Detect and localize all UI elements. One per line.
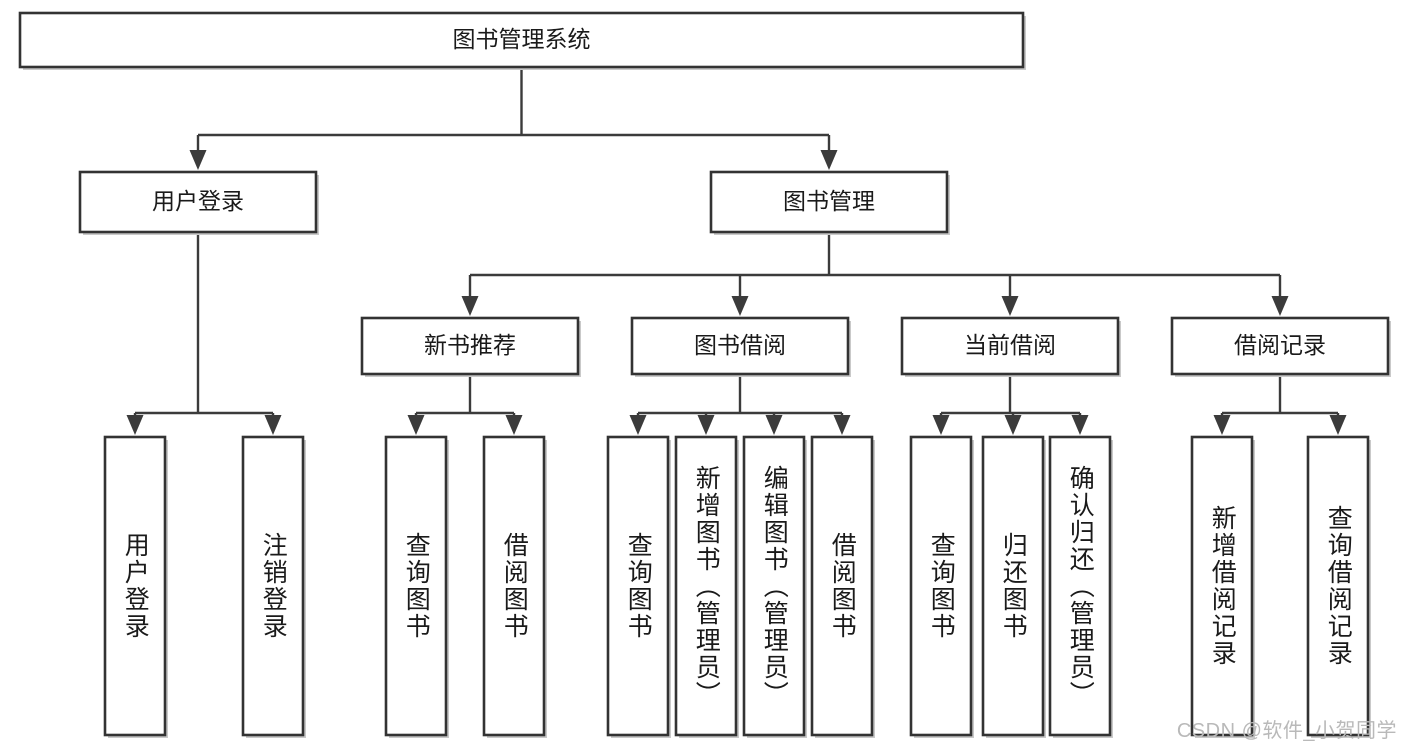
node-box[interactable] — [1170, 316, 1390, 376]
node-leaf-add-record[interactable] — [1190, 435, 1255, 738]
arrowhead-icon — [1329, 415, 1347, 435]
arrowhead-icon — [461, 296, 479, 316]
node-box[interactable] — [360, 316, 580, 376]
node-root[interactable] — [18, 11, 1026, 70]
node-leaf-confirm-return[interactable] — [1048, 435, 1113, 738]
arrowhead-icon — [932, 415, 950, 435]
node-leaf-edit-book[interactable] — [742, 435, 807, 738]
node-box[interactable] — [482, 435, 546, 737]
arrowhead-icon — [833, 415, 851, 435]
node-leaf-borrow-book-1[interactable] — [482, 435, 547, 738]
node-user-login[interactable] — [78, 170, 319, 235]
watermark-text: CSDN @软件_小贺同学 — [1176, 720, 1397, 742]
arrowhead-icon — [820, 150, 838, 170]
node-box[interactable] — [909, 435, 973, 737]
node-box[interactable] — [981, 435, 1045, 737]
node-box[interactable] — [241, 435, 305, 737]
node-box[interactable] — [1190, 435, 1254, 737]
node-borrow-record[interactable] — [1170, 316, 1391, 377]
node-box[interactable] — [606, 435, 670, 737]
node-leaf-user-login[interactable] — [103, 435, 168, 738]
node-box[interactable] — [103, 435, 167, 737]
node-label: 当前借阅 — [964, 332, 1056, 358]
node-box[interactable] — [709, 170, 949, 234]
arrowhead-icon — [1001, 296, 1019, 316]
node-box[interactable] — [630, 316, 850, 376]
node-book-manage[interactable] — [709, 170, 950, 235]
node-leaf-logout[interactable] — [241, 435, 306, 738]
node-leaf-borrow-book-2[interactable] — [810, 435, 875, 738]
node-label: 图书借阅 — [694, 332, 786, 358]
node-leaf-query-record[interactable] — [1306, 435, 1371, 738]
arrowhead-icon — [1071, 415, 1089, 435]
node-leaf-return-book[interactable] — [981, 435, 1046, 738]
arrowhead-icon — [731, 296, 749, 316]
node-box[interactable] — [1306, 435, 1370, 737]
arrowhead-icon — [1004, 415, 1022, 435]
node-box[interactable] — [18, 11, 1025, 69]
arrowhead-icon — [505, 415, 523, 435]
node-current-borrow[interactable] — [900, 316, 1121, 377]
node-label: 图书管理 — [783, 188, 875, 214]
node-box[interactable] — [900, 316, 1120, 376]
node-label: 用户登录 — [152, 188, 244, 214]
node-leaf-query-book-2[interactable] — [606, 435, 671, 738]
arrowhead-icon — [189, 150, 207, 170]
arrowhead-icon — [629, 415, 647, 435]
node-box[interactable] — [384, 435, 448, 737]
node-box[interactable] — [674, 435, 738, 737]
node-box[interactable] — [810, 435, 874, 737]
node-box[interactable] — [742, 435, 806, 737]
arrowhead-icon — [1271, 296, 1289, 316]
arrowhead-icon — [407, 415, 425, 435]
node-leaf-add-book[interactable] — [674, 435, 739, 738]
arrowhead-icon — [765, 415, 783, 435]
node-label: 图书管理系统 — [453, 26, 591, 52]
node-box[interactable] — [1048, 435, 1112, 737]
node-leaf-query-book-1[interactable] — [384, 435, 449, 738]
arrowhead-icon — [1213, 415, 1231, 435]
node-label: 新书推荐 — [424, 332, 516, 358]
node-book-borrow[interactable] — [630, 316, 851, 377]
arrowhead-icon — [126, 415, 144, 435]
node-box[interactable] — [78, 170, 318, 234]
node-label: 借阅记录 — [1234, 332, 1326, 358]
arrowhead-icon — [697, 415, 715, 435]
node-leaf-query-book-3[interactable] — [909, 435, 974, 738]
arrowhead-icon — [264, 415, 282, 435]
node-new-book-rec[interactable] — [360, 316, 581, 377]
